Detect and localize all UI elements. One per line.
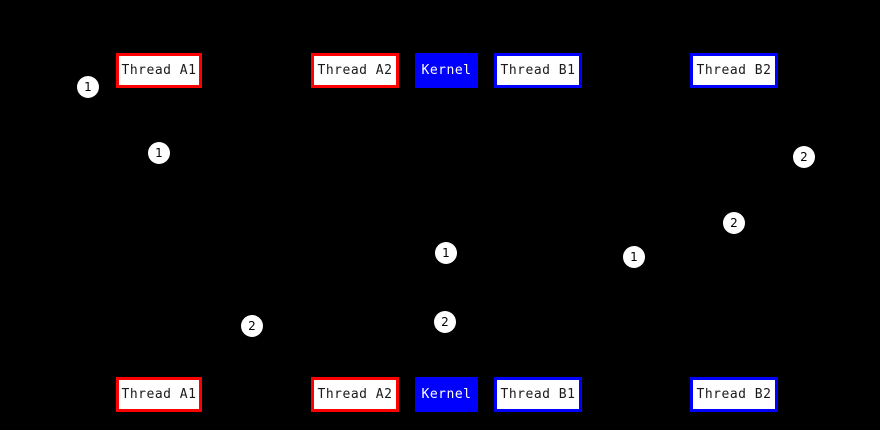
participant-label: Thread B2 [696,387,772,402]
sequence-number-badge-seq-1: 1 [77,76,99,98]
lifeline-kernel [446,88,447,377]
sequence-number-badge-seq-3: 2 [793,146,815,168]
participant-label: Kernel [421,387,472,402]
lifeline-thread-b1 [538,88,539,377]
participant-label: Thread B1 [500,63,576,78]
participant-label: Thread B1 [500,387,576,402]
lifeline-thread-a1 [159,88,160,377]
message-arrow-msg-6 [159,326,446,327]
participant-thread-a2-footer[interactable]: Thread A2 [311,377,399,412]
sequence-number-badge-seq-2: 1 [148,142,170,164]
participant-thread-a1-header[interactable]: Thread A1 [116,53,202,88]
participant-thread-b2-header[interactable]: Thread B2 [690,53,778,88]
sequence-number-badge-seq-6: 1 [623,246,645,268]
participant-label: Thread A2 [317,63,393,78]
participant-thread-b2-footer[interactable]: Thread B2 [690,377,778,412]
sequence-number-badge-seq-4: 2 [723,212,745,234]
participant-thread-a1-footer[interactable]: Thread A1 [116,377,202,412]
participant-thread-b1-header[interactable]: Thread B1 [494,53,582,88]
lifeline-thread-a2 [355,88,356,377]
message-arrow-msg-2 [159,253,446,254]
participant-thread-a2-header[interactable]: Thread A2 [311,53,399,88]
sequence-number-badge-seq-8: 2 [434,311,456,333]
participant-label: Thread A1 [121,387,197,402]
sequence-number-badge-seq-7: 2 [241,315,263,337]
participant-kernel-header[interactable]: Kernel [415,53,478,88]
participant-kernel-footer[interactable]: Kernel [415,377,478,412]
participant-label: Thread B2 [696,63,772,78]
sequence-number-badge-seq-5: 1 [435,242,457,264]
participant-thread-b1-footer[interactable]: Thread B1 [494,377,582,412]
message-arrow-msg-3 [446,257,538,258]
participant-label: Thread A1 [121,63,197,78]
participant-label: Thread A2 [317,387,393,402]
participant-label: Kernel [421,63,472,78]
message-arrow-msg-5 [446,322,734,323]
